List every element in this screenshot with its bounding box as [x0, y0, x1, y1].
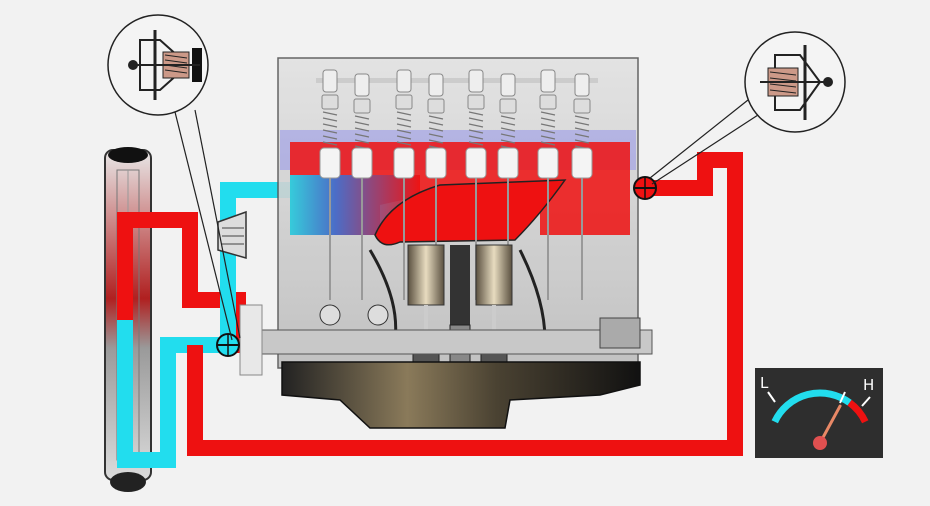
valve-spring-coil	[540, 141, 556, 146]
valve-spring-coil	[428, 121, 444, 126]
valve-spring-coil	[574, 139, 590, 144]
valve-spring-coil	[428, 133, 444, 138]
rocker-arm	[354, 73, 370, 97]
valve-guide	[319, 147, 341, 179]
valve-spring-coil	[468, 135, 484, 140]
valve-spring-coil	[396, 123, 412, 128]
rocker-arm	[428, 73, 444, 97]
valve-guide	[571, 147, 593, 179]
valve-spring-coil	[322, 111, 338, 116]
valve-guide	[425, 147, 447, 179]
water-pump	[217, 210, 263, 376]
valve-train	[316, 69, 598, 300]
engine	[261, 57, 653, 429]
valve-guide	[537, 147, 559, 179]
rocker-arm	[468, 69, 484, 93]
valve-spring-coil	[428, 139, 444, 144]
valve-spring-coil	[540, 135, 556, 140]
valve-spring-coil	[396, 141, 412, 146]
valve-retainer	[499, 98, 517, 114]
valve-spring-coil	[396, 129, 412, 134]
thermostat-callout-left	[107, 14, 241, 341]
valve-guide	[465, 147, 487, 179]
gauge-needle	[818, 404, 842, 445]
valve-spring-coil	[322, 117, 338, 122]
valve-spring-coil	[396, 111, 412, 116]
valve-spring-coil	[468, 129, 484, 134]
valve-spring-coil	[428, 115, 444, 120]
valve-spring-coil	[500, 121, 516, 126]
valve-spring-coil	[322, 141, 338, 146]
valve-spring-coil	[468, 117, 484, 122]
valve-spring-coil	[540, 111, 556, 116]
rocker-shaft	[316, 78, 598, 83]
valve-retainer	[467, 94, 485, 110]
valve-spring-coil	[540, 123, 556, 128]
rocker-arm	[500, 73, 516, 97]
radiator-drain	[110, 472, 146, 492]
rocker-arm	[540, 69, 556, 93]
valve-retainer	[353, 98, 371, 114]
thermostat-icon	[760, 45, 833, 120]
valve-retainer	[539, 94, 557, 110]
valve-spring-coil	[354, 127, 370, 132]
gauge-hub	[813, 436, 827, 450]
valve-spring-coil	[540, 129, 556, 134]
valve-retainer	[321, 94, 339, 110]
valve-spring-coil	[354, 133, 370, 138]
valve-spring-coil	[468, 111, 484, 116]
thermostat-callout-right	[649, 31, 846, 185]
radiator-cap	[108, 147, 148, 163]
valve-spring-coil	[322, 123, 338, 128]
gauge-cold-arc	[771, 389, 852, 424]
rocker-arm	[322, 69, 338, 93]
valve-spring-coil	[322, 135, 338, 140]
valve-spring-coil	[396, 117, 412, 122]
valve-spring-coil	[540, 117, 556, 122]
valve-retainer	[427, 98, 445, 114]
valve-spring-coil	[428, 127, 444, 132]
valve-guide	[393, 147, 415, 179]
rocker-arm	[396, 69, 412, 93]
oil-pan	[281, 361, 641, 429]
temperature-gauge: L H	[755, 368, 883, 458]
valve-guide	[351, 147, 373, 179]
valve-retainer	[395, 94, 413, 110]
hot-bypass-loop	[187, 152, 743, 456]
valve-spring-coil	[468, 141, 484, 146]
cold-hose-to-block	[220, 182, 300, 345]
valve-spring-coil	[396, 135, 412, 140]
valve-spring-coil	[574, 115, 590, 120]
coolant-passage-swoosh	[374, 179, 567, 246]
valve-spring-coil	[500, 115, 516, 120]
valve-spring-coil	[354, 139, 370, 144]
valve-spring-coil	[574, 121, 590, 126]
valve-spring-coil	[500, 127, 516, 132]
crankshaft	[261, 304, 653, 355]
valve-guide	[497, 147, 519, 179]
gauge-low-label: L	[760, 374, 769, 392]
thermostat-valve-upper	[633, 176, 657, 200]
thermostat-valve-lower	[216, 333, 240, 357]
valve-spring-coil	[354, 115, 370, 120]
valve-spring-coil	[500, 133, 516, 138]
valve-spring-coil	[322, 129, 338, 134]
rocker-arm	[574, 73, 590, 97]
valve-retainer	[573, 98, 591, 114]
thermostat-icon	[128, 30, 202, 100]
valve-spring-coil	[354, 121, 370, 126]
valve-spring-coil	[468, 123, 484, 128]
valve-spring-coil	[500, 139, 516, 144]
valve-spring-coil	[574, 127, 590, 132]
gauge-high-label: H	[863, 376, 874, 394]
gauge-hot-arc	[847, 399, 869, 424]
valve-spring-coil	[574, 133, 590, 138]
